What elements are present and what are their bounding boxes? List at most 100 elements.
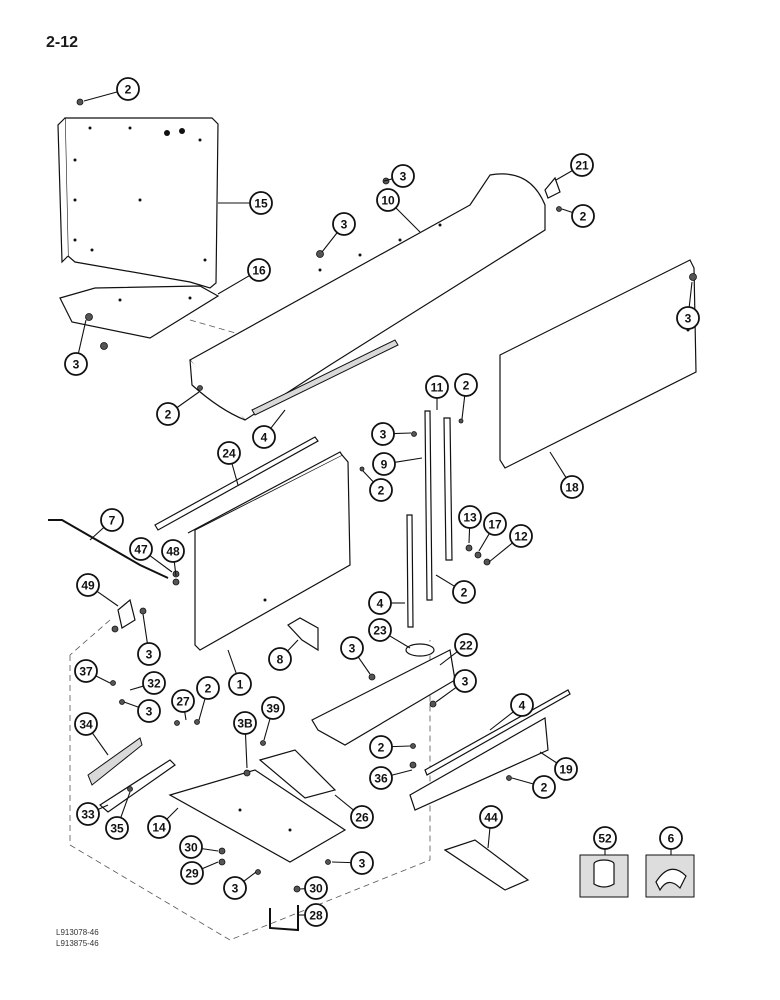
callout-circle bbox=[233, 711, 257, 735]
part-15-side-panel bbox=[57, 117, 219, 289]
reference-codes: L913078-46 L913875-46 bbox=[56, 927, 99, 949]
callout-number: 15 bbox=[254, 197, 268, 211]
callout-12: 12 bbox=[488, 524, 533, 563]
callout-36: 36 bbox=[369, 766, 413, 790]
callout-circle bbox=[458, 505, 482, 529]
callout-number: 3 bbox=[146, 648, 153, 662]
callout-leader-line bbox=[389, 635, 411, 649]
callout-number: 16 bbox=[252, 264, 266, 278]
callout-number: 28 bbox=[309, 909, 323, 923]
callout-circle bbox=[105, 816, 129, 840]
callout-3-b: 3 bbox=[676, 281, 700, 330]
callout-leader-line bbox=[120, 791, 131, 818]
callout-3-g: 3 bbox=[340, 636, 371, 675]
callout-leader-line bbox=[270, 409, 286, 429]
callout-2-c: 2 bbox=[156, 391, 200, 426]
callout-circle bbox=[116, 77, 140, 101]
callout-34: 34 bbox=[74, 712, 109, 756]
callout-circle bbox=[196, 676, 220, 700]
callout-24: 24 bbox=[217, 441, 241, 486]
callout-leader-line bbox=[394, 457, 423, 463]
callout-circle bbox=[161, 539, 185, 563]
callout-circle bbox=[479, 805, 503, 829]
callout-1: 1 bbox=[227, 649, 252, 696]
callout-leader-line bbox=[395, 207, 421, 233]
callout-3-e: 3 bbox=[371, 422, 412, 446]
callout-circle bbox=[369, 478, 393, 502]
callout-44: 44 bbox=[479, 805, 503, 849]
part-21-bracket bbox=[544, 176, 561, 199]
callout-number: 36 bbox=[374, 772, 388, 786]
callout-circle bbox=[76, 802, 100, 826]
callout-number: 12 bbox=[514, 530, 528, 544]
part-11-bar bbox=[443, 417, 453, 561]
callout-circle bbox=[137, 642, 161, 666]
callout-3-j: 3 bbox=[223, 871, 257, 900]
callout-number: 14 bbox=[152, 821, 166, 835]
callout-47: 47 bbox=[129, 537, 173, 573]
part-34-guide bbox=[87, 737, 143, 786]
callout-number: 4 bbox=[261, 431, 268, 445]
callout-circle bbox=[76, 573, 100, 597]
callout-leader-line bbox=[243, 871, 257, 882]
callout-30-a: 30 bbox=[179, 835, 219, 859]
callout-15: 15 bbox=[218, 191, 273, 215]
callout-2-b: 2 bbox=[561, 204, 595, 228]
callout-number: 18 bbox=[565, 481, 579, 495]
callout-39: 39 bbox=[261, 696, 285, 741]
callout-number: 2 bbox=[541, 781, 548, 795]
callout-circle bbox=[376, 188, 400, 212]
callout-leader-line bbox=[539, 751, 558, 764]
callout-leader-line bbox=[549, 451, 567, 478]
callout-3-a: 3 bbox=[64, 319, 88, 376]
callout-leader-line bbox=[357, 656, 371, 675]
callout-leader-line bbox=[91, 732, 109, 756]
callout-circle bbox=[304, 903, 328, 927]
callout-number: 24 bbox=[222, 447, 236, 461]
callout-30-b: 30 bbox=[299, 876, 328, 900]
callout-number: 3 bbox=[73, 358, 80, 372]
callout-circle bbox=[74, 659, 98, 683]
callout-33: 33 bbox=[76, 802, 109, 826]
callout-leader-line bbox=[244, 733, 248, 769]
callout-circle bbox=[554, 757, 578, 781]
reference-code-1: L913078-46 bbox=[56, 928, 99, 937]
callout-leader-line bbox=[478, 533, 490, 552]
callout-6: 6 bbox=[659, 826, 683, 855]
callout-leader-line bbox=[149, 555, 173, 573]
callout-leader-line bbox=[217, 275, 250, 295]
callout-number: 3 bbox=[341, 218, 348, 232]
callout-number: 49 bbox=[81, 579, 95, 593]
part-16-plate bbox=[59, 285, 220, 339]
callout-number: 2 bbox=[165, 408, 172, 422]
callout-number: 3 bbox=[232, 882, 239, 896]
callout-number: 33 bbox=[81, 808, 95, 822]
callout-circle bbox=[368, 591, 392, 615]
callout-circle bbox=[532, 775, 556, 799]
part-10-hood bbox=[189, 173, 546, 421]
callout-leader-line bbox=[362, 470, 374, 483]
callout-circle bbox=[676, 306, 700, 330]
part-49-bracket bbox=[117, 598, 136, 629]
callout-leader-line bbox=[176, 391, 200, 409]
callout-number: 32 bbox=[147, 677, 161, 691]
callout-number: 52 bbox=[598, 832, 612, 846]
callout-29: 29 bbox=[180, 861, 219, 885]
callout-circle bbox=[304, 876, 328, 900]
callout-49: 49 bbox=[76, 573, 119, 607]
callout-2-h: 2 bbox=[369, 735, 411, 759]
callout-number: 34 bbox=[79, 718, 93, 732]
callout-3-d: 3 bbox=[321, 212, 356, 253]
callout-number: 26 bbox=[355, 811, 369, 825]
callout-number: 2 bbox=[378, 484, 385, 498]
callout-leader-line bbox=[435, 687, 457, 703]
callout-2-e: 2 bbox=[362, 470, 393, 502]
callout-leader-line bbox=[201, 861, 219, 870]
callout-number: 7 bbox=[109, 514, 116, 528]
callout-3-h: 3 bbox=[123, 699, 161, 723]
callout-number: 1 bbox=[237, 678, 244, 692]
callout-number: 35 bbox=[110, 822, 124, 836]
callout-leader-line bbox=[227, 649, 237, 674]
callout-number: 22 bbox=[459, 639, 473, 653]
